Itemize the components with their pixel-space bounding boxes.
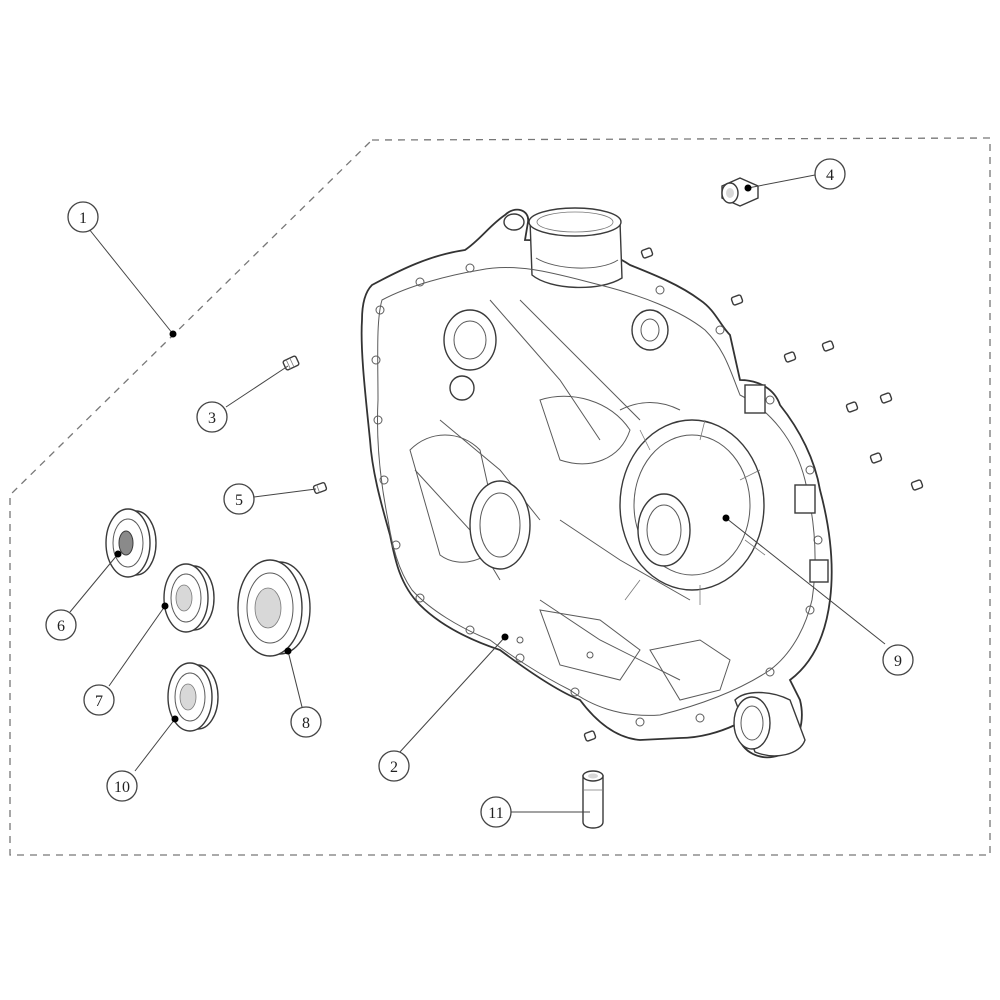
callout-8-label: 8 bbox=[302, 715, 310, 732]
callout-3: 3 bbox=[196, 401, 228, 433]
assembly-boundary bbox=[9, 137, 991, 856]
callout-6: 6 bbox=[45, 609, 77, 641]
callout-10: 10 bbox=[106, 770, 138, 802]
callout-6-label: 6 bbox=[57, 618, 65, 635]
callout-2: 2 bbox=[378, 750, 410, 782]
callout-11-label: 11 bbox=[488, 805, 503, 822]
callout-1-label: 1 bbox=[79, 210, 87, 227]
callout-9: 9 bbox=[882, 644, 914, 676]
callout-10-label: 10 bbox=[114, 779, 130, 796]
callout-9-label: 9 bbox=[894, 653, 902, 670]
flange-bolt-holes bbox=[371, 263, 823, 727]
crankcase-half[interactable] bbox=[360, 207, 833, 759]
part-5-screw[interactable] bbox=[312, 482, 328, 494]
callout-1: 1 bbox=[67, 201, 99, 233]
callout-3-label: 3 bbox=[208, 410, 216, 427]
callout-7-label: 7 bbox=[95, 693, 103, 710]
callout-4-label: 4 bbox=[826, 167, 834, 184]
part-4-needle-bearing[interactable] bbox=[721, 177, 759, 207]
callout-7: 7 bbox=[83, 684, 115, 716]
callout-11: 11 bbox=[480, 796, 512, 828]
callout-5-label: 5 bbox=[235, 492, 243, 509]
part-6-bearing[interactable] bbox=[105, 508, 157, 578]
callout-8: 8 bbox=[290, 706, 322, 738]
callout-5: 5 bbox=[223, 483, 255, 515]
part-8-bearing[interactable] bbox=[237, 559, 311, 657]
part-11-hollow-dowel[interactable] bbox=[582, 770, 604, 829]
dowel-pins bbox=[583, 247, 924, 742]
part-10-bearing[interactable] bbox=[167, 662, 219, 732]
callout-4: 4 bbox=[814, 158, 846, 190]
part-7-bearing[interactable] bbox=[163, 563, 215, 633]
callout-2-label: 2 bbox=[390, 759, 398, 776]
leader-lines bbox=[69, 174, 886, 813]
